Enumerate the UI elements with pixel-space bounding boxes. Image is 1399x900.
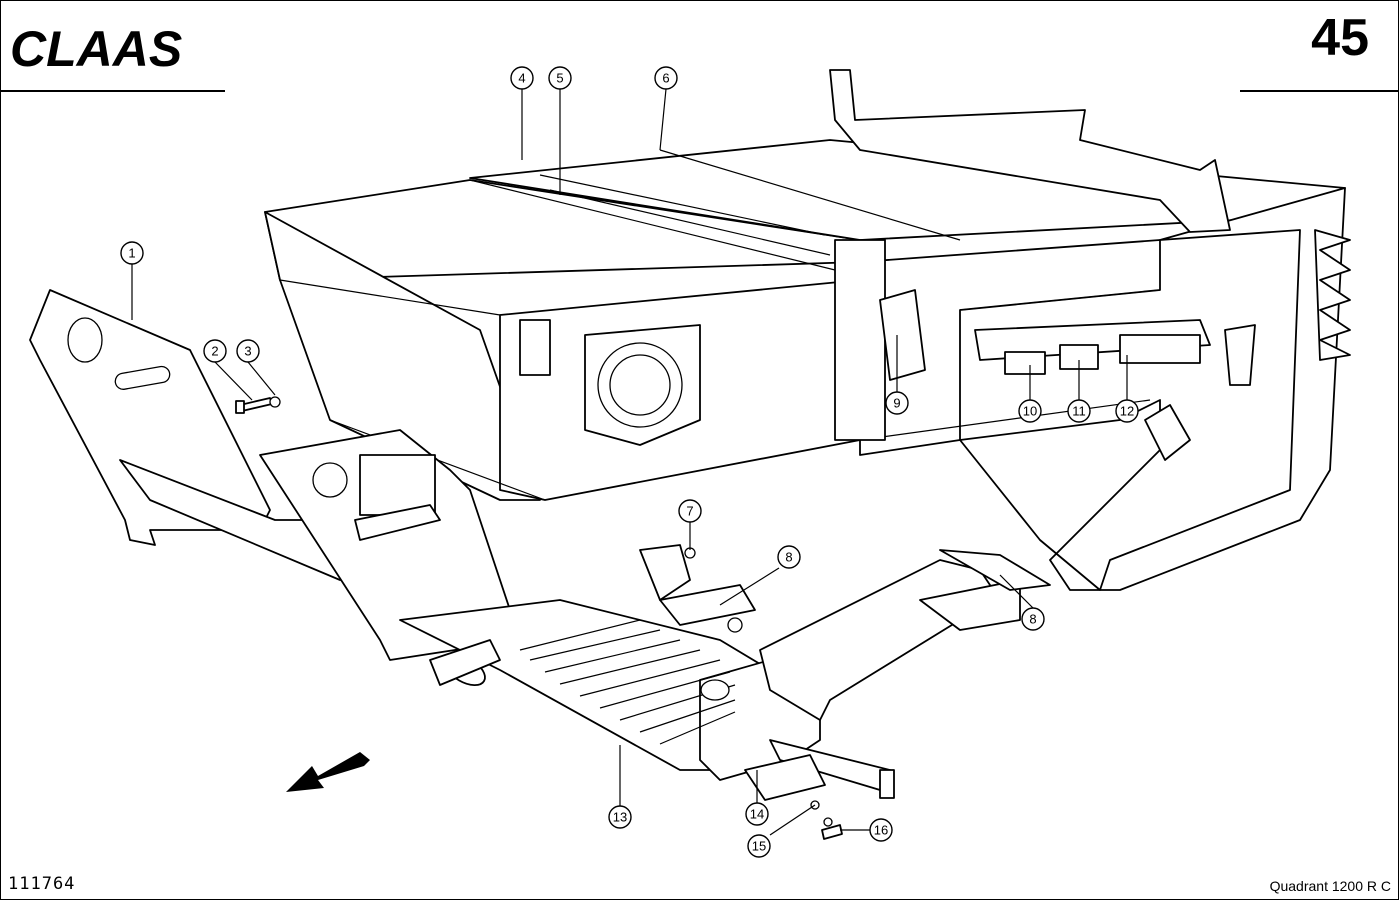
drawing-id: 111764: [8, 874, 76, 894]
callout-14: 14: [745, 802, 769, 826]
callout-13: 13: [608, 805, 632, 829]
travel-direction-arrow: [286, 752, 370, 792]
callout-8b: 8: [1021, 607, 1045, 631]
svg-text:7: 7: [686, 504, 693, 519]
svg-text:15: 15: [752, 839, 766, 854]
svg-text:5: 5: [556, 71, 563, 86]
middle-plate: [259, 429, 521, 661]
callout-10: 10: [1018, 399, 1042, 423]
svg-text:4: 4: [518, 71, 525, 86]
brand-logo: CLAAS: [10, 21, 182, 77]
svg-text:6: 6: [662, 71, 669, 86]
callout-1: 1: [120, 241, 144, 265]
header-divider-right: [1240, 90, 1399, 92]
callout-8a: 8: [777, 545, 801, 569]
bracket-assembly: [639, 544, 756, 633]
callout-15: 15: [747, 834, 771, 858]
brand-logo-text: CLAAS: [10, 21, 182, 77]
svg-text:2: 2: [211, 344, 218, 359]
callout-6: 6: [654, 66, 678, 90]
svg-text:10: 10: [1023, 404, 1037, 419]
callout-11: 11: [1067, 399, 1091, 423]
svg-text:3: 3: [244, 344, 251, 359]
callout-7: 7: [678, 499, 702, 523]
header-divider: [0, 90, 225, 92]
svg-text:12: 12: [1120, 404, 1134, 419]
callout-4: 4: [510, 66, 534, 90]
callout-3: 3: [236, 339, 260, 363]
svg-text:14: 14: [750, 807, 764, 822]
callout-5: 5: [548, 66, 572, 90]
page-number: 45: [1311, 9, 1369, 67]
bolt-washer: [235, 396, 281, 414]
small-plate: [744, 754, 843, 840]
callout-16: 16: [869, 818, 893, 842]
svg-text:13: 13: [613, 810, 627, 825]
svg-text:16: 16: [874, 823, 888, 838]
main-frame: [264, 69, 1351, 591]
svg-text:9: 9: [893, 396, 900, 411]
model-label: Quadrant 1200 R C: [1269, 878, 1391, 894]
callout-9: 9: [885, 391, 909, 415]
floor-pan: [399, 599, 821, 781]
callout-2: 2: [203, 339, 227, 363]
right-arm: [759, 549, 1051, 799]
leader-lines: [131, 88, 1128, 836]
svg-text:8: 8: [1029, 612, 1036, 627]
callout-12: 12: [1115, 399, 1139, 423]
svg-text:11: 11: [1072, 404, 1086, 419]
svg-text:1: 1: [128, 246, 135, 261]
svg-text:8: 8: [785, 550, 792, 565]
